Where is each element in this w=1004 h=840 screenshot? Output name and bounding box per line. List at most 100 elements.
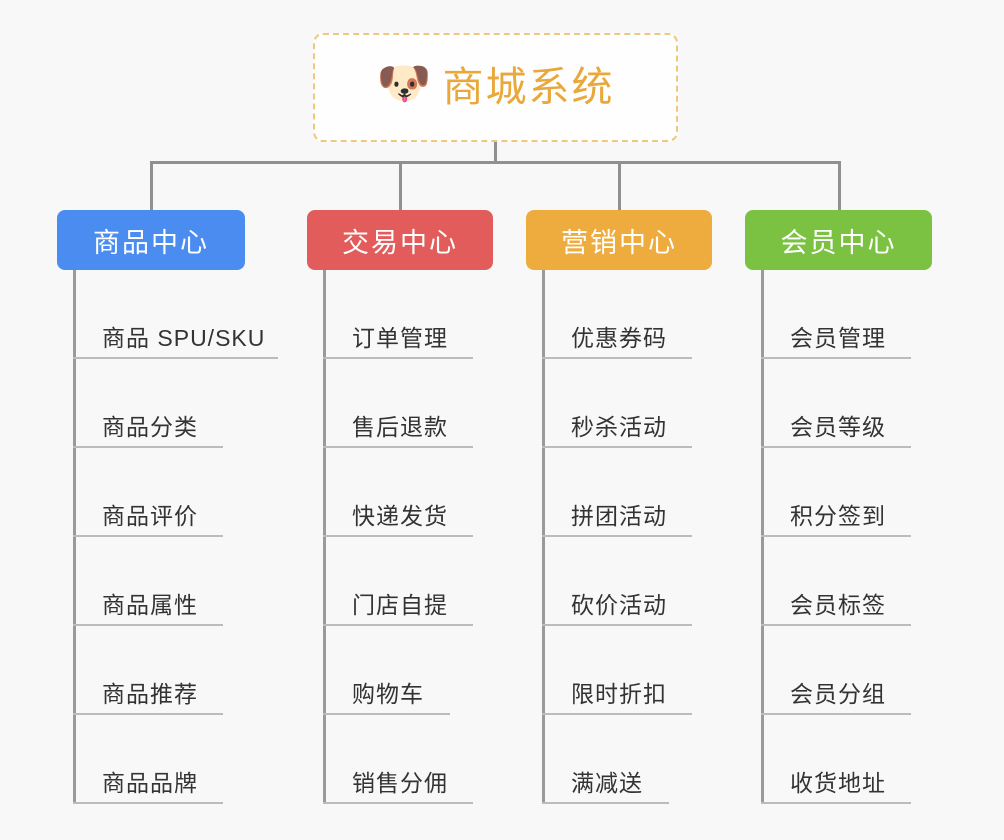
leaf-item-underline: [761, 802, 911, 804]
leaf-item-label: 商品品牌: [102, 769, 198, 796]
leaf-item[interactable]: 商品推荐: [57, 626, 245, 715]
leaf-item-label: 商品属性: [102, 591, 198, 618]
leaf-item-label: 购物车: [352, 680, 424, 707]
branch-trunk-trade-center: [323, 270, 326, 804]
leaf-item-underline: [73, 802, 223, 804]
leaf-item-label: 商品分类: [102, 413, 198, 440]
leaf-item[interactable]: 购物车: [307, 626, 493, 715]
leaf-item-label: 商品评价: [102, 502, 198, 529]
leaf-item-label: 会员标签: [790, 591, 886, 618]
leaf-item[interactable]: 收货地址: [745, 715, 932, 804]
leaf-item[interactable]: 拼团活动: [526, 448, 712, 537]
branch-product-center: 商品中心商品 SPU/SKU 商品分类商品评价商品属性商品推荐商品品牌: [57, 210, 278, 804]
leaf-item-underline: [542, 535, 692, 537]
root-title: 商城系统: [442, 64, 615, 110]
leaf-item-label: 满减送: [571, 769, 643, 796]
branch-header-marketing-center[interactable]: 营销中心: [526, 210, 712, 270]
leaf-list-member-center: 会员管理会员等级积分签到会员标签会员分组收货地址: [745, 270, 932, 804]
branch-header-trade-center[interactable]: 交易中心: [307, 210, 493, 270]
branch-trunk-product-center: [73, 270, 76, 804]
leaf-item-underline: [761, 535, 911, 537]
leaf-item-label: 会员分组: [790, 680, 886, 707]
leaf-item-label: 订单管理: [352, 324, 448, 351]
leaf-item[interactable]: 快递发货: [307, 448, 493, 537]
leaf-item[interactable]: 销售分佣: [307, 715, 493, 804]
leaf-item[interactable]: 积分签到: [745, 448, 932, 537]
leaf-item-underline: [73, 624, 223, 626]
leaf-item[interactable]: 会员管理: [745, 270, 932, 359]
leaf-item-label: 会员管理: [790, 324, 886, 351]
leaf-item-underline: [761, 624, 911, 626]
leaf-item[interactable]: 商品分类: [57, 359, 245, 448]
branch-header-product-center[interactable]: 商品中心: [57, 210, 245, 270]
branch-trunk-member-center: [761, 270, 764, 804]
leaf-item-label: 门店自提: [352, 591, 448, 618]
leaf-item-underline: [542, 713, 692, 715]
leaf-item-underline: [323, 446, 473, 448]
branch-header-label: 交易中心: [342, 227, 458, 258]
leaf-item[interactable]: 优惠券码: [526, 270, 712, 359]
leaf-item-label: 优惠券码: [571, 324, 667, 351]
shiba-dog-icon: 🐶: [376, 58, 432, 108]
connector-drop-marketing-center: [618, 161, 621, 210]
leaf-item[interactable]: 门店自提: [307, 537, 493, 626]
leaf-item-label: 销售分佣: [352, 769, 448, 796]
leaf-item-label: 会员等级: [790, 413, 886, 440]
branch-header-label: 商品中心: [93, 227, 209, 258]
leaf-item[interactable]: 会员标签: [745, 537, 932, 626]
connector-root-stem: [494, 142, 497, 163]
leaf-item-underline: [323, 713, 450, 715]
leaf-item[interactable]: 会员等级: [745, 359, 932, 448]
leaf-item-underline: [73, 446, 223, 448]
leaf-item-label: 收货地址: [790, 769, 886, 796]
leaf-item[interactable]: 商品品牌: [57, 715, 245, 804]
leaf-item-underline: [323, 535, 473, 537]
leaf-list-product-center: 商品 SPU/SKU 商品分类商品评价商品属性商品推荐商品品牌: [57, 270, 278, 804]
leaf-item[interactable]: 订单管理: [307, 270, 493, 359]
leaf-item-underline: [761, 713, 911, 715]
leaf-item[interactable]: 售后退款: [307, 359, 493, 448]
leaf-item-label: 砍价活动: [571, 591, 667, 618]
connector-horizontal-bus: [150, 161, 841, 164]
leaf-item[interactable]: 会员分组: [745, 626, 932, 715]
root-node[interactable]: 🐶 商城系统: [313, 33, 678, 142]
leaf-item[interactable]: 限时折扣: [526, 626, 712, 715]
leaf-item-label: 快递发货: [352, 502, 448, 529]
leaf-item-underline: [761, 357, 911, 359]
leaf-item-label: 商品推荐: [102, 680, 198, 707]
leaf-item[interactable]: 砍价活动: [526, 537, 712, 626]
leaf-item-underline: [542, 446, 692, 448]
leaf-list-marketing-center: 优惠券码秒杀活动拼团活动砍价活动限时折扣满减送: [526, 270, 712, 804]
leaf-item[interactable]: 满减送: [526, 715, 712, 804]
branch-marketing-center: 营销中心优惠券码秒杀活动拼团活动砍价活动限时折扣满减送: [526, 210, 712, 804]
leaf-item[interactable]: 商品属性: [57, 537, 245, 626]
branch-header-member-center[interactable]: 会员中心: [745, 210, 932, 270]
leaf-item-underline: [323, 802, 473, 804]
connector-drop-trade-center: [399, 161, 402, 210]
branch-trunk-marketing-center: [542, 270, 545, 804]
branch-header-label: 会员中心: [780, 227, 897, 258]
branch-header-label: 营销中心: [561, 227, 677, 258]
branch-member-center: 会员中心会员管理会员等级积分签到会员标签会员分组收货地址: [745, 210, 932, 804]
leaf-item-underline: [542, 624, 692, 626]
leaf-item-underline: [73, 713, 223, 715]
leaf-item-label: 秒杀活动: [571, 413, 667, 440]
leaf-item-underline: [73, 357, 278, 359]
leaf-item-label: 限时折扣: [571, 680, 667, 707]
branch-trade-center: 交易中心订单管理售后退款快递发货门店自提购物车销售分佣: [307, 210, 493, 804]
leaf-item[interactable]: 商品 SPU/SKU: [57, 270, 278, 359]
leaf-item[interactable]: 商品评价: [57, 448, 245, 537]
leaf-item-underline: [542, 802, 669, 804]
leaf-item-underline: [73, 535, 223, 537]
leaf-item-label: 商品 SPU/SKU: [102, 324, 266, 351]
leaf-item-underline: [542, 357, 692, 359]
leaf-item-underline: [323, 624, 473, 626]
leaf-item-underline: [761, 446, 911, 448]
leaf-item-label: 积分签到: [790, 502, 886, 529]
leaf-item-underline: [323, 357, 473, 359]
connector-drop-member-center: [838, 161, 841, 210]
leaf-item[interactable]: 秒杀活动: [526, 359, 712, 448]
connector-drop-product-center: [150, 161, 153, 210]
leaf-item-label: 售后退款: [352, 413, 448, 440]
